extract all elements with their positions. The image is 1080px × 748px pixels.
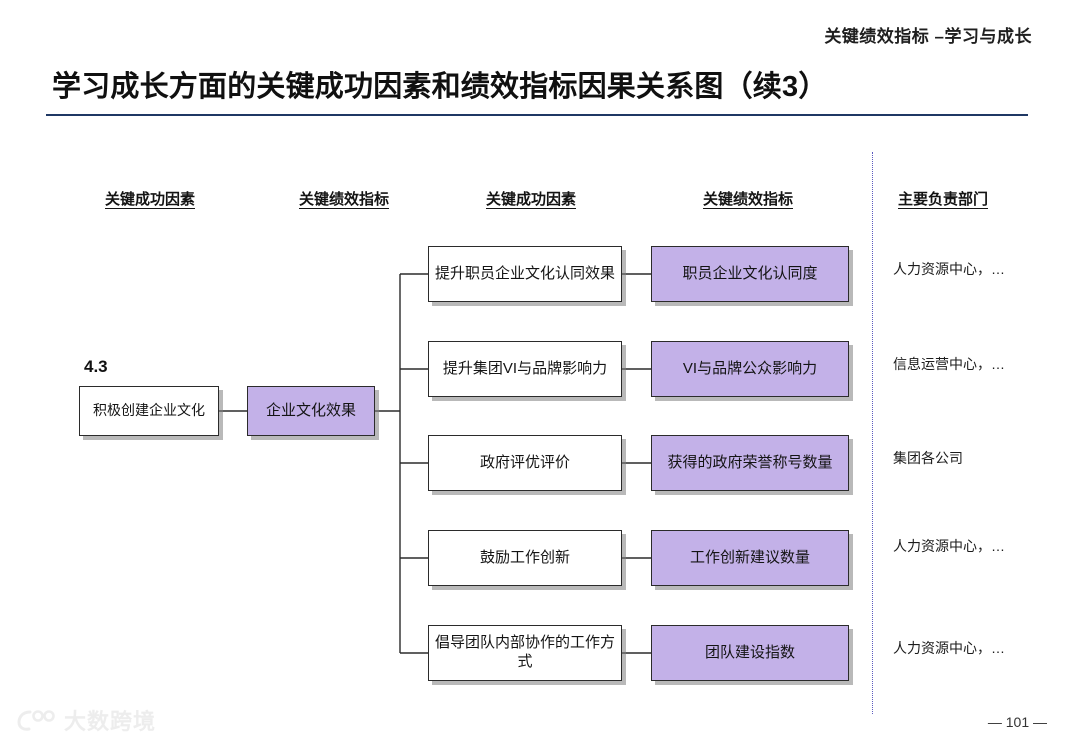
csf-node-2[interactable]: 提升集团VI与品牌影响力 <box>428 341 622 397</box>
watermark: 大数跨境 <box>16 704 156 736</box>
kpi-node-5[interactable]: 团队建设指数 <box>651 625 849 681</box>
vertical-dotted-divider <box>872 152 873 714</box>
department-label-1: 人力资源中心，… <box>893 261 1005 277</box>
root-number-label: 4.3 <box>84 357 108 376</box>
page-number: — 101 — <box>987 714 1047 730</box>
department-label-4: 人力资源中心，… <box>893 538 1005 554</box>
csf-node-4[interactable]: 鼓励工作创新 <box>428 530 622 586</box>
csf-node-5[interactable]: 倡导团队内部协作的工作方式 <box>428 625 622 681</box>
root-kpi-node[interactable]: 企业文化效果 <box>247 386 375 436</box>
watermark-logo-icon <box>17 710 55 731</box>
kpi-node-3[interactable]: 获得的政府荣誉称号数量 <box>651 435 849 491</box>
watermark-text: 大数跨境 <box>64 709 157 734</box>
title-divider-rule <box>46 114 1028 116</box>
csf-node-1[interactable]: 提升职员企业文化认同效果 <box>428 246 622 302</box>
csf-node-3[interactable]: 政府评优评价 <box>428 435 622 491</box>
kpi-node-1[interactable]: 职员企业文化认同度 <box>651 246 849 302</box>
root-csf-node[interactable]: 积极创建企业文化 <box>79 386 219 436</box>
column-header-department: 主要负责部门 <box>897 191 989 208</box>
column-header-kpi-1: 关键绩效指标 <box>298 191 390 208</box>
department-label-2: 信息运营中心，… <box>893 356 1005 372</box>
page-title: 学习成长方面的关键成功因素和绩效指标因果关系图（续3） <box>52 71 828 103</box>
column-header-kpi-2: 关键绩效指标 <box>702 191 794 208</box>
header-eyebrow: 关键绩效指标 –学习与成长 <box>824 27 1032 46</box>
kpi-node-4[interactable]: 工作创新建议数量 <box>651 530 849 586</box>
kpi-node-2[interactable]: VI与品牌公众影响力 <box>651 341 849 397</box>
department-label-3: 集团各公司 <box>893 450 963 466</box>
department-label-5: 人力资源中心，… <box>893 640 1005 656</box>
column-header-csf-1: 关键成功因素 <box>104 191 196 208</box>
column-header-csf-2: 关键成功因素 <box>485 191 577 208</box>
